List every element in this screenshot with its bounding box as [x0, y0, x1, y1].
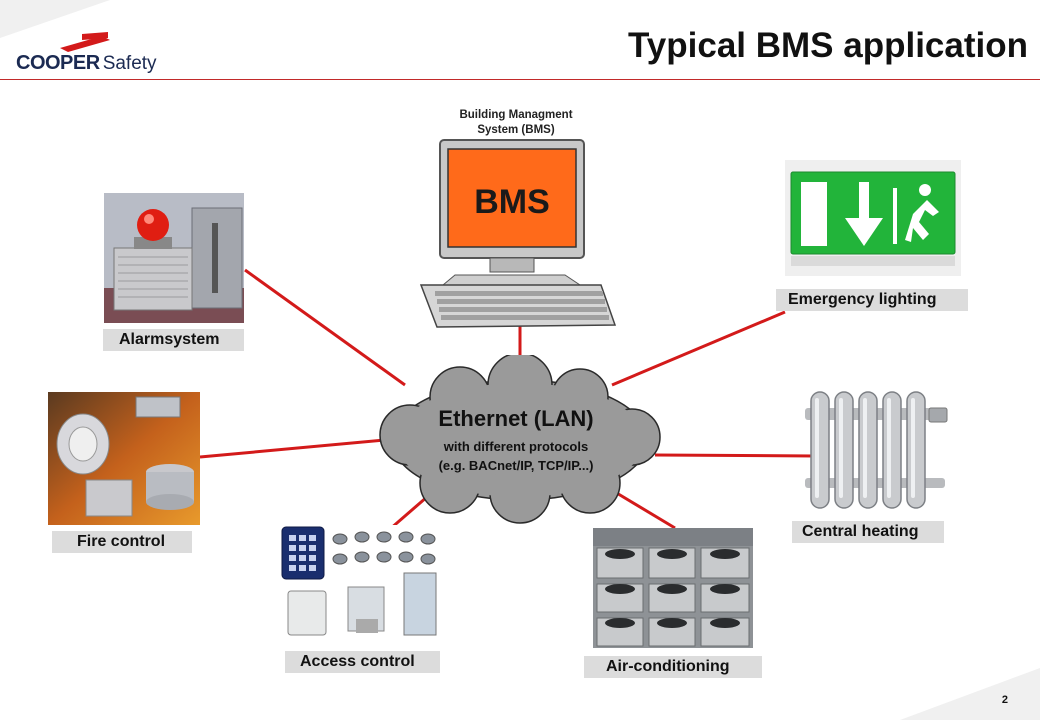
ethernet-cloud-icon [379, 355, 661, 524]
alarm-system-image [104, 193, 244, 323]
page-title: Typical BMS application [628, 26, 1028, 65]
label-alarm-system: Alarmsystem [103, 329, 244, 351]
bms-caption-line2: System (BMS) [477, 124, 555, 136]
logo-brand-text: COOPER [16, 52, 100, 74]
label-access-control: Access control [285, 651, 440, 673]
page-number: 2 [1001, 694, 1008, 706]
bms-caption: Building Managment System (BMS) [440, 108, 592, 138]
bottom-right-corner-shape [900, 668, 1040, 720]
line-aircon [614, 490, 676, 530]
header-divider [0, 79, 1040, 80]
network-subtitle-line2: (e.g. BACnet/IP, TCP/IP...) [438, 458, 594, 473]
top-left-corner-shape [0, 0, 110, 38]
line-heating [654, 453, 816, 458]
access-control-image [278, 525, 443, 645]
network-title: Ethernet (LAN) [438, 406, 594, 431]
line-alarm [244, 268, 406, 387]
logo-product-text: Safety [102, 53, 157, 74]
air-conditioning-image [593, 528, 753, 648]
central-heating-image [805, 391, 948, 509]
label-air-conditioning: Air-conditioning [584, 656, 762, 678]
label-emergency-lighting: Emergency lighting [776, 289, 968, 311]
label-central-heating: Central heating [792, 521, 944, 543]
emergency-lighting-image [785, 160, 961, 276]
line-fire [199, 438, 386, 459]
bms-caption-line1: Building Managment [459, 109, 573, 121]
bms-computer-icon: BMS [419, 139, 617, 328]
logo-mark-icon [60, 32, 110, 52]
network-subtitle-line1: with different protocols [443, 439, 589, 454]
bms-screen-label: BMS [474, 183, 550, 221]
fire-control-image [48, 392, 200, 525]
label-fire-control: Fire control [52, 531, 192, 553]
line-lighting [611, 310, 786, 387]
